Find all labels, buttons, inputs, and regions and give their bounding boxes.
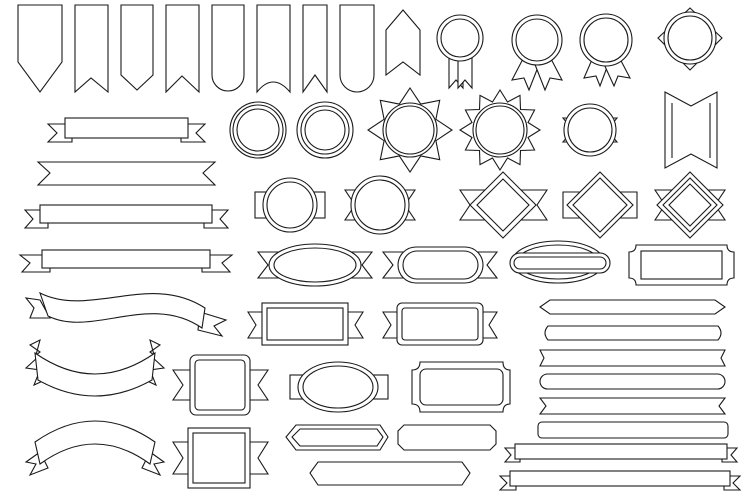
badge-oval-ribbon xyxy=(256,243,374,287)
seal-double-ring xyxy=(229,101,287,159)
badge-circle-ribbon xyxy=(343,175,417,235)
medal-ribbon xyxy=(436,14,484,90)
ribbon-wavy xyxy=(24,291,228,337)
ribbon-banner-folded xyxy=(23,204,230,229)
badge-circle-ribbon xyxy=(254,177,326,233)
bookmark-rounded xyxy=(339,4,375,93)
label-bar-rounded xyxy=(537,421,729,439)
label-tag-notched xyxy=(285,424,389,451)
medal-ribbon xyxy=(579,13,633,88)
medal-ribbon xyxy=(511,14,563,92)
label-bar-notched xyxy=(538,397,727,415)
badge-diamond-ribbon xyxy=(458,171,549,239)
bookmark-narrow-swallowtail xyxy=(302,4,328,94)
ribbon-banner-folded xyxy=(46,117,207,143)
ribbon-arc-down xyxy=(24,338,166,397)
label-bar-pointed xyxy=(539,299,726,315)
ribbon-flat-notched xyxy=(36,161,217,186)
seal-ribbon xyxy=(561,103,619,157)
tag-arrow-up xyxy=(385,9,421,77)
medal-diamond xyxy=(657,7,723,71)
bookmark-concave xyxy=(256,4,291,94)
badge-diamond-ribbon xyxy=(562,171,638,239)
badge-oval-band xyxy=(509,240,611,284)
badge-rect-ribbon xyxy=(247,302,364,346)
bookmark-swallowtail xyxy=(165,4,200,94)
ribbon-long-folded xyxy=(503,443,739,463)
badge-capsule-ribbon xyxy=(381,246,499,284)
bookmark-chevron xyxy=(120,4,154,91)
badge-rounded-rect-ribbon xyxy=(382,302,498,346)
seal-starburst xyxy=(458,88,542,172)
badge-square-ribbon xyxy=(172,427,269,489)
label-bar-notched xyxy=(539,349,726,367)
badge-diamond-ribbon xyxy=(653,171,727,239)
badge-square-ribbon xyxy=(171,354,270,416)
bookmark-pointed xyxy=(17,4,63,93)
label-tag-cut-corners xyxy=(397,424,497,451)
badge-ticket-rect xyxy=(411,361,511,413)
ribbon-long-folded xyxy=(498,470,742,491)
bookmark-rounded xyxy=(211,4,245,92)
banner-vertical xyxy=(664,91,718,169)
badge-notched-rect xyxy=(628,244,735,286)
seal-double-ring xyxy=(296,101,354,159)
label-tag-pointed xyxy=(309,461,471,486)
badge-oval-ribbon xyxy=(289,361,389,413)
label-bar-rounded-ends xyxy=(544,325,722,341)
ribbon-banner-folded xyxy=(18,249,234,273)
label-bar-capsule xyxy=(539,373,726,390)
bookmark-swallowtail xyxy=(74,4,109,94)
ribbon-arc-up xyxy=(24,420,166,477)
seal-starburst xyxy=(367,87,453,173)
